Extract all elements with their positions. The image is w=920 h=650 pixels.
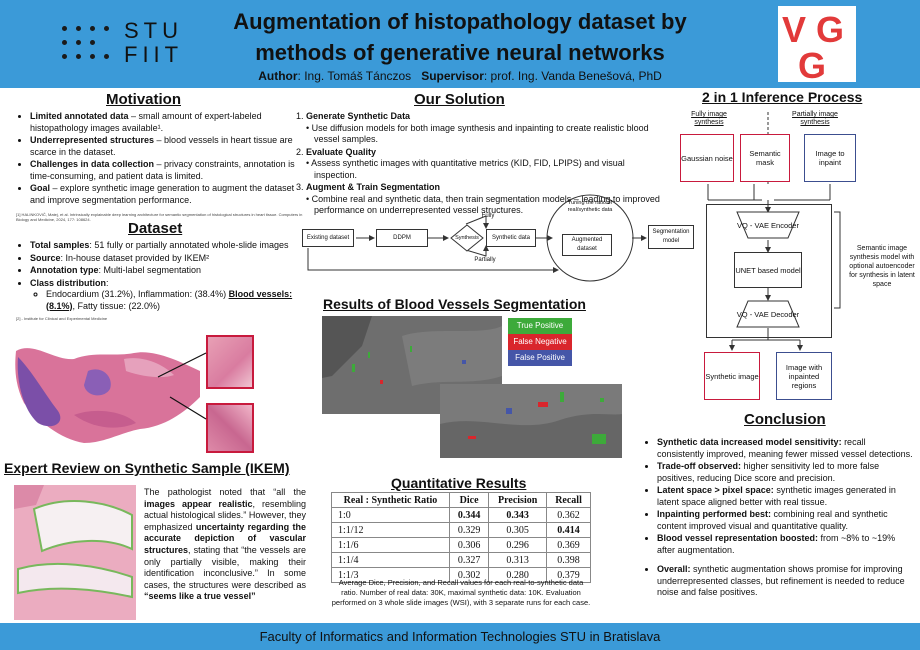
legend-false-positive: False Positive [508,350,572,366]
conclusion-list: Synthetic data increased model sensitivi… [645,437,913,600]
expert-review-text: The pathologist noted that “all the imag… [144,487,306,602]
svg-text:V: V [782,9,806,50]
svg-text:G: G [816,9,844,50]
svg-text:G: G [798,45,826,82]
motivation-reference: [1] HALINKOVIČ, Matej, et al. Intrinsica… [16,212,303,222]
logo-stu-text: STU [124,18,183,43]
synthesis-diamond: Synthesis [450,224,484,252]
synthetic-data-box: Synthetic data [486,229,536,247]
solution-step: 1. Generate Synthetic Data • Use diffusi… [296,111,649,144]
zoom-region-1 [206,335,254,389]
existing-dataset-box: Existing dataset [302,229,354,247]
solution-step: 2. Evaluate Quality • Assess synthetic i… [296,146,625,180]
list-item: Latent space > pixel space: synthetic im… [657,485,913,508]
list-item: Goal – explore synthetic image generatio… [30,183,304,206]
stu-fiit-logo: STU FIIT [62,20,182,68]
legend-true-positive: True Positive [508,318,572,334]
solution-steps: 1. Generate Synthetic Data • Use diffusi… [296,111,668,217]
dataset-heading: Dataset [128,220,183,237]
conclusion-heading: Conclusion [744,411,826,428]
unet-model-box: UNET based model [734,252,802,288]
inference-heading: 2 in 1 Inference Process [702,89,863,105]
image-to-inpaint-box: Image to inpaint [804,134,856,182]
list-item: Limited annotated data – small amount of… [30,111,304,134]
vae-encoder-box: VQ - VAE Encoder [736,211,800,239]
inpainted-image-box: Image with inpainted regions [776,352,832,400]
col-recall: Recall [546,492,591,508]
poster-title: Augmentation of histopathology dataset b… [233,9,687,65]
side-note: Semantic image synthesis model with opti… [849,245,915,288]
col-precision: Precision [488,492,548,508]
synthetic-sample-image [14,485,136,620]
zoom-region-2 [206,403,254,453]
logo-fiit-text: FIIT [124,42,184,67]
col-dice: Dice [448,492,490,508]
expert-review-heading: Expert Review on Synthetic Sample (IKEM) [4,460,290,476]
synthetic-image-box: Synthetic image [704,352,760,400]
list-item: Trade-off observed: higher sensitivity l… [657,461,913,484]
list-item: Source: In-house dataset provided by IKE… [30,253,306,265]
segmentation-result-image-2 [440,384,622,458]
pipeline-diagram-arrows [307,194,647,282]
motivation-list: Limited annotated data – small amount of… [18,111,304,207]
gaussian-noise-box: Gaussian noise [680,134,734,182]
list-item: Total samples: 51 fully or partially ann… [30,240,306,252]
semantic-mask-box: Semantic mask [740,134,790,182]
solution-heading: Our Solution [414,91,505,108]
segmentation-results-heading: Results of Blood Vessels Segmentation [323,296,586,312]
zoom-connector-lines [157,352,207,420]
legend-false-negative: False Negative [508,334,572,350]
footer: Faculty of Informatics and Information T… [0,623,920,650]
vgg-logo: V G G [778,6,856,82]
segmentation-model-box: Segmentation model [648,225,694,249]
partially-label: Partially [474,257,496,263]
results-table: Real : Synthetic Ratio Dice Precision Re… [331,492,591,583]
augmented-dataset-box: Augmented dataset [562,234,612,256]
list-item: Synthetic data increased model sensitivi… [657,437,913,460]
authors-line: Author: Ing. Tomáš Tánczos Supervisor: p… [258,69,662,83]
list-item: Inpainting performed best: combining rea… [657,509,913,532]
list-item: Challenges in data collection – privacy … [30,159,304,182]
ddpm-box: DDPM [376,229,428,247]
latent-frame [706,204,832,338]
dataset-reference: [2] - Institute for Clinical and Experim… [16,316,108,321]
fully-label: Fully [481,213,495,219]
tuning-ratio-label: Tuning the ratio of real/synthetic data [567,200,613,213]
quantitative-heading: Quantitative Results [391,475,527,491]
fully-synthesis-label: Fully image synthesis [691,111,727,126]
partially-synthesis-label: Partially image synthesis [792,111,838,126]
motivation-heading: Motivation [106,91,181,108]
solution-step: 3. Augment & Train Segmentation • Combin… [296,182,660,215]
table-header-row: Real : Synthetic Ratio Dice Precision Re… [331,492,591,508]
header-banner: STU FIIT Augmentation of histopathology … [0,0,920,88]
segmentation-result-image-1 [322,316,502,414]
class-distribution: Endocardium (31.2%), Inflammation: (38.4… [46,289,306,312]
list-item: Underrepresented structures – blood vess… [30,135,304,158]
histology-wsi-image [15,348,200,443]
list-item: Class distribution: Endocardium (31.2%),… [30,278,306,313]
col-ratio: Real : Synthetic Ratio [331,492,450,508]
dataset-list: Total samples: 51 fully or partially ann… [18,240,306,313]
list-item: Annotation type: Multi-label segmentatio… [30,265,306,277]
dots-icon [62,24,112,64]
list-item: Blood vessel representation boosted: fro… [657,533,913,556]
vae-decoder-box: VQ - VAE Decoder [736,300,800,328]
table-caption: Average Dice, Precision, and Recall valu… [331,578,591,607]
list-item: Overall: synthetic augmentation shows pr… [657,564,913,599]
